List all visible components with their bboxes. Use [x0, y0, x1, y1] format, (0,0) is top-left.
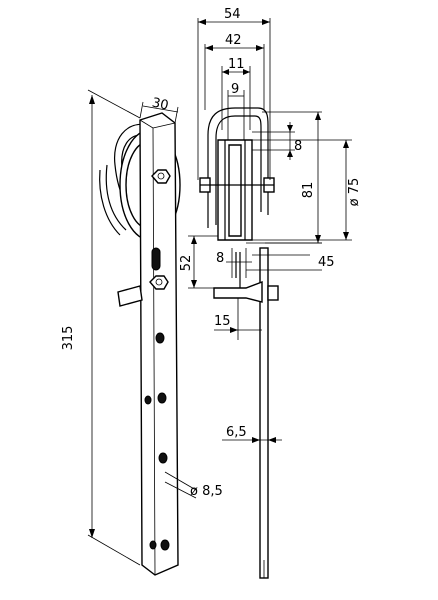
nut-bottom — [149, 275, 169, 290]
arrow — [89, 95, 95, 104]
mounting-hole-4 — [160, 539, 170, 551]
side-hole-bottom — [149, 540, 157, 550]
mounting-hole-1 — [155, 332, 165, 344]
hook-outer — [207, 107, 269, 228]
bracket-nut — [267, 285, 279, 301]
dim-65-label: 6,5 — [226, 425, 247, 440]
dim-75-label: ø 75 — [347, 178, 362, 207]
nut-top-hole — [157, 172, 165, 180]
wheel-rim-shadow — [99, 169, 121, 236]
mounting-hole-2 — [157, 392, 167, 404]
lower-bracket — [213, 280, 263, 303]
dim-81-label: 81 — [301, 182, 316, 199]
side-view: 54 42 11 9 8 81 ø 75 — [179, 7, 362, 579]
mounting-hole-3 — [158, 452, 168, 464]
mounting-plate — [139, 112, 179, 576]
roller-hub — [228, 144, 242, 237]
dim-45-label: 45 — [318, 255, 335, 270]
dim-30-label: 30 — [151, 95, 170, 113]
nut-bottom-hole — [155, 278, 163, 286]
dim-8-label: 8 — [294, 139, 302, 154]
dim-315-ext-top — [87, 89, 141, 119]
dim-30-line — [142, 105, 179, 113]
dim-54-label: 54 — [224, 7, 241, 22]
dim-9-label: 9 — [231, 82, 239, 97]
dim-hole-leader — [164, 471, 197, 491]
dim-30-ext — [139, 101, 144, 119]
roller-flange-lines — [224, 140, 246, 240]
dim-42-label: 42 — [225, 33, 242, 48]
arrow — [89, 529, 95, 538]
perspective-view: 315 30 ø 8,5 — [61, 89, 223, 576]
bracket-stub — [117, 285, 143, 307]
dim-15-label: 15 — [214, 314, 231, 329]
dim-11-label: 11 — [228, 57, 245, 72]
plate-top-edge — [152, 122, 176, 129]
wheel-rim-edge — [105, 164, 127, 231]
dim-52-label: 52 — [179, 255, 194, 272]
hook-inner — [215, 115, 262, 225]
side-hole — [144, 395, 152, 405]
dim-hole-label: ø 8,5 — [190, 484, 223, 499]
dim-30-ext — [174, 106, 179, 124]
nut-top — [151, 169, 171, 184]
dim-315-ext-bottom — [87, 534, 141, 566]
dim-315-label: 315 — [61, 326, 76, 351]
adjustment-slot — [151, 247, 161, 271]
dim-8b-label: 8 — [216, 251, 224, 266]
dim-hole-leader — [164, 481, 197, 499]
